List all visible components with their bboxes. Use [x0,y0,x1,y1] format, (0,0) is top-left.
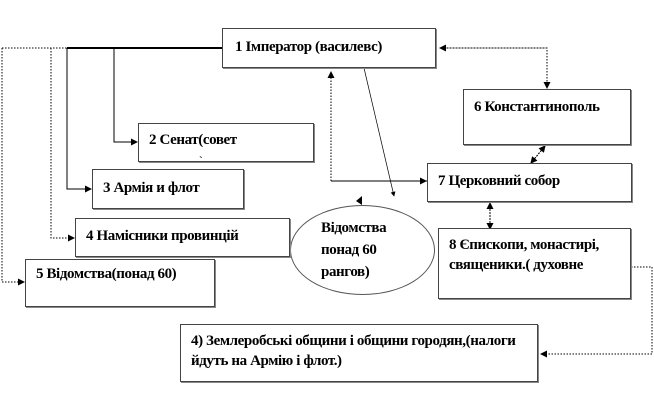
node-ellipse-departments: Відомства понад 60 рангов) [290,205,435,295]
connector-to-departments [1,48,25,286]
node-clergy: 8 Єпископи, монастирі, священики.( духов… [438,228,631,299]
ellipse-arrow-mark [356,196,362,205]
connector-clergy-communities [540,266,653,358]
connector-emperor-ellipse [363,67,396,197]
node-communities: 4) Землеробські общини і общини городян,… [180,324,538,382]
node-church-council: 7 Церковний собор [427,163,632,202]
node-ellipse-label: Відомства понад 60 рангов) [321,220,387,280]
node-emperor: 1 Імператор (василевс) [222,28,436,68]
connector-to-governors [50,48,75,242]
node-governors: 4 Намісники провинцій [75,218,290,257]
node-senate-label: 2 Сенат(совет [149,132,237,148]
node-emperor-label: 1 Імператор (василевс) [235,39,382,55]
connector-to-army [66,48,92,193]
connector-emperor-church [327,71,427,182]
node-senate: 2 Сенат(совет ` [138,123,314,167]
node-constantinople: 6 Константинополь [463,89,631,145]
node-communities-label: 4) Землеробські общини і общини городян,… [191,333,516,369]
connector-to-senate [113,48,138,146]
node-departments-label: 5 Відомства(понад 60) [36,266,177,282]
node-senate-mark: ` [199,155,203,167]
node-clergy-label: 8 Єпископи, монастирі, священики.( духов… [449,237,599,273]
node-army: 3 Армія и флот [92,169,244,209]
node-departments: 5 Відомства(понад 60) [25,259,215,307]
connector-emperor-constantinople [441,47,551,89]
node-constantinople-label: 6 Константинополь [474,99,600,115]
node-church-council-label: 7 Церковний собор [438,173,560,189]
node-governors-label: 4 Намісники провинцій [86,228,239,244]
node-army-label: 3 Армія и флот [103,180,200,196]
